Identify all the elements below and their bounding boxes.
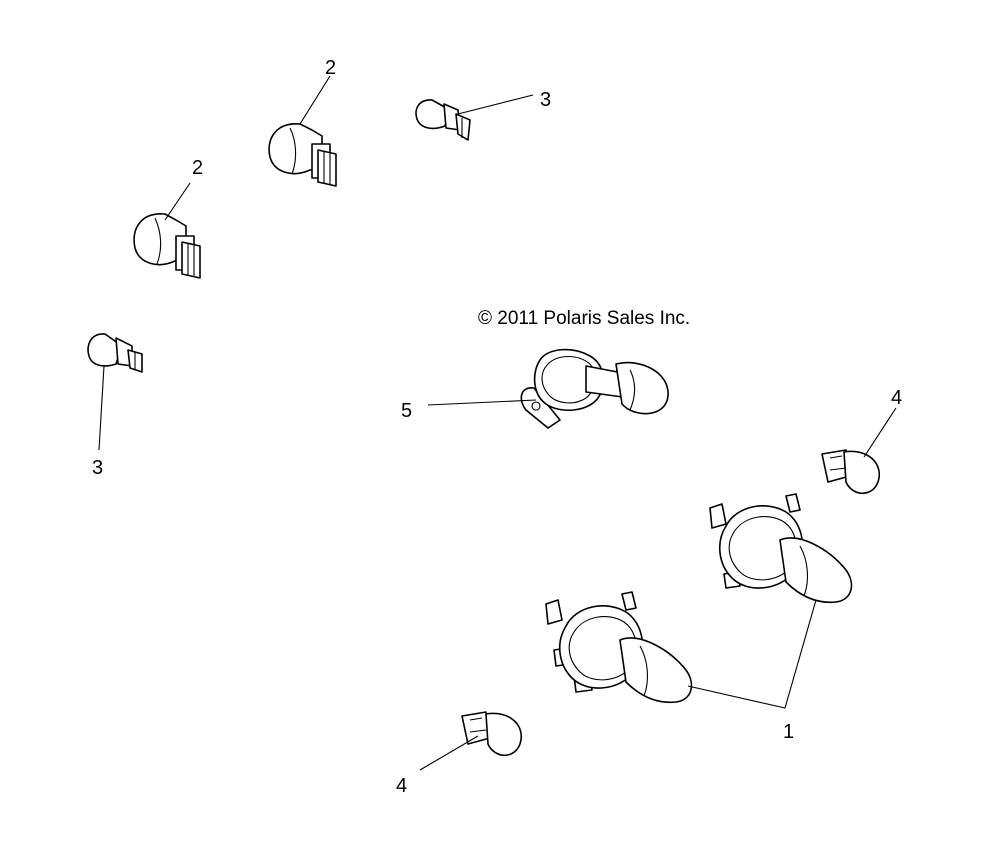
callout-2-upper: 2	[325, 57, 336, 79]
leader-4-lower	[419, 735, 479, 771]
leader-5	[427, 399, 537, 406]
callout-2-lower: 2	[192, 157, 203, 179]
callout-3-left: 3	[92, 457, 103, 479]
callout-5: 5	[401, 400, 412, 422]
bulb-4-upper	[821, 449, 881, 495]
bulb-3-upper	[415, 99, 471, 141]
bulb-2-lower	[133, 213, 201, 279]
bulb-1-upper	[709, 493, 853, 604]
callout-3-upper: 3	[540, 89, 551, 111]
bulb-4-lower	[461, 711, 523, 757]
leader-3-left	[98, 365, 105, 451]
bulb-5	[520, 348, 669, 429]
leader-3-upper	[457, 94, 534, 115]
bulb-3-left	[87, 333, 143, 373]
callout-1: 1	[783, 721, 794, 743]
leader-2-lower	[164, 182, 191, 221]
callout-4-upper: 4	[891, 387, 902, 409]
leader-4-upper	[863, 407, 897, 458]
leader-1	[687, 599, 817, 709]
callout-4-lower: 4	[396, 775, 407, 797]
copyright-notice: © 2011 Polaris Sales Inc.	[478, 308, 690, 329]
bulb-1-lower	[545, 591, 693, 704]
leader-2-upper	[299, 75, 331, 125]
bulb-2-upper	[268, 123, 337, 187]
